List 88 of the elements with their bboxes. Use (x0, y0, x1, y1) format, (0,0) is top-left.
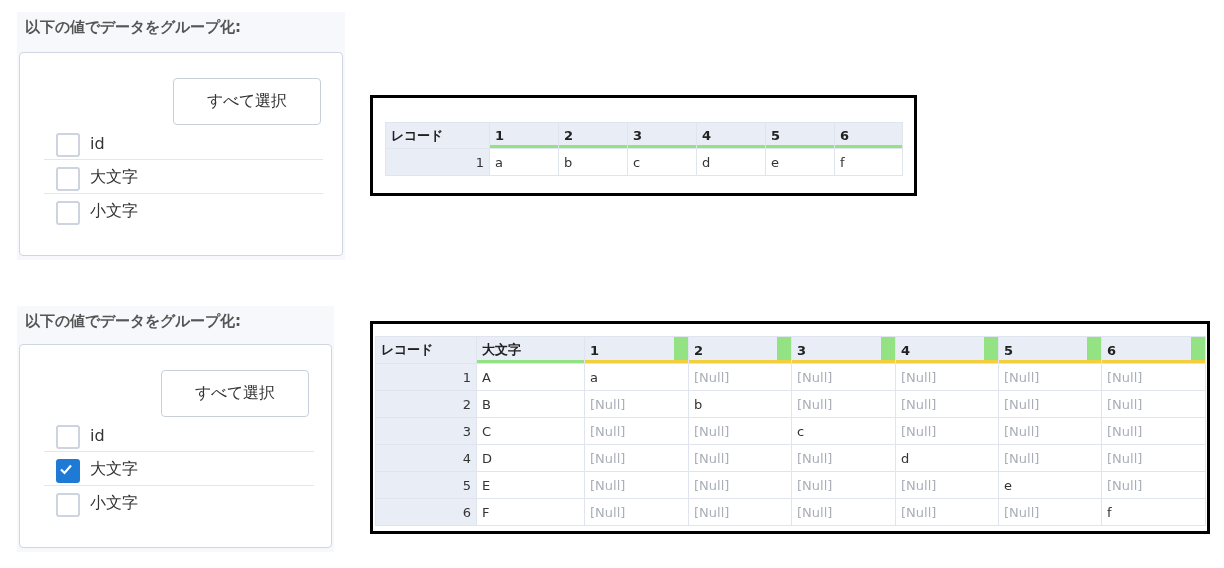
table-cell: f (1101, 498, 1206, 526)
table-cell: c (791, 417, 896, 445)
table-cell: f (834, 148, 903, 176)
table-cell: [Null] (688, 363, 792, 391)
table-cell: [Null] (791, 471, 896, 499)
column-header: 6 (834, 122, 903, 149)
table-cell: [Null] (1101, 471, 1206, 499)
table-cell: [Null] (1101, 390, 1206, 418)
record-number-cell: 2 (375, 390, 477, 418)
column-header: 5 (765, 122, 835, 149)
table-cell: E (476, 471, 585, 499)
option-label: 小文字 (90, 200, 138, 222)
option-label: id (90, 133, 105, 152)
table-cell: [Null] (895, 417, 999, 445)
table-cell: [Null] (1101, 417, 1206, 445)
table-cell: [Null] (791, 390, 896, 418)
table-cell: [Null] (584, 444, 689, 472)
column-header: レコード (375, 336, 477, 364)
table-cell: [Null] (688, 471, 792, 499)
table-cell: [Null] (584, 498, 689, 526)
table-cell: [Null] (791, 444, 896, 472)
record-number-cell: 1 (385, 148, 490, 176)
table-cell: [Null] (1101, 444, 1206, 472)
table-cell: [Null] (584, 471, 689, 499)
select-all-button: すべて選択 (161, 370, 309, 417)
table-cell: [Null] (895, 471, 999, 499)
select-all-button: すべて選択 (173, 78, 321, 125)
table-cell: c (627, 148, 697, 176)
table-cell: B (476, 390, 585, 418)
record-number-cell: 1 (375, 363, 477, 391)
table-cell: [Null] (998, 417, 1102, 445)
table-cell: [Null] (998, 444, 1102, 472)
panel-heading: 以下の値でデータをグループ化: (25, 312, 241, 331)
table-cell: [Null] (895, 363, 999, 391)
table-cell: A (476, 363, 585, 391)
record-number-cell: 6 (375, 498, 477, 526)
checked-checkbox (56, 458, 80, 483)
table-cell: C (476, 417, 585, 445)
column-header: 2 (688, 336, 792, 364)
panel-heading: 以下の値でデータをグループ化: (25, 18, 241, 37)
table-cell: a (584, 363, 689, 391)
column-header: 1 (489, 122, 559, 149)
column-header: 3 (627, 122, 697, 149)
table-cell: D (476, 444, 585, 472)
checkbox (56, 132, 80, 157)
column-header: 2 (558, 122, 628, 149)
table-cell: d (696, 148, 766, 176)
record-number-cell: 4 (375, 444, 477, 472)
table-cell: a (489, 148, 559, 176)
group-by-panel (17, 12, 345, 260)
table-cell: e (998, 471, 1102, 499)
table-cell: b (558, 148, 628, 176)
table-cell: [Null] (688, 498, 792, 526)
record-number-cell: 5 (375, 471, 477, 499)
option-label: 大文字 (90, 166, 138, 187)
column-header: 4 (696, 122, 766, 149)
column-header: 1 (584, 336, 689, 364)
column-header: 6 (1101, 336, 1206, 364)
table-cell: [Null] (584, 390, 689, 418)
group-by-panel (17, 306, 334, 552)
table-cell: [Null] (895, 498, 999, 526)
table-cell: [Null] (998, 498, 1102, 526)
column-header: 5 (998, 336, 1102, 364)
table-cell: d (895, 444, 999, 472)
table-cell: b (688, 390, 792, 418)
checkbox (56, 166, 80, 191)
table-cell: [Null] (1101, 363, 1206, 391)
column-header: レコード (385, 122, 490, 149)
table-cell: [Null] (998, 390, 1102, 418)
table-cell: [Null] (584, 417, 689, 445)
table-cell: [Null] (688, 417, 792, 445)
checkbox (56, 493, 80, 517)
option-label: 大文字 (90, 458, 138, 479)
checkbox (56, 201, 80, 225)
checkbox (56, 424, 80, 449)
option-label: id (90, 425, 105, 444)
table-cell: [Null] (998, 363, 1102, 391)
table-cell: [Null] (895, 390, 999, 418)
table-cell: F (476, 498, 585, 526)
option-label: 小文字 (90, 492, 138, 514)
table-cell: [Null] (791, 363, 896, 391)
column-header: 4 (895, 336, 999, 364)
table-cell: [Null] (791, 498, 896, 526)
column-header: 3 (791, 336, 896, 364)
column-header: 大文字 (476, 336, 585, 364)
table-cell: e (765, 148, 835, 176)
table-cell: [Null] (688, 444, 792, 472)
record-number-cell: 3 (375, 417, 477, 445)
